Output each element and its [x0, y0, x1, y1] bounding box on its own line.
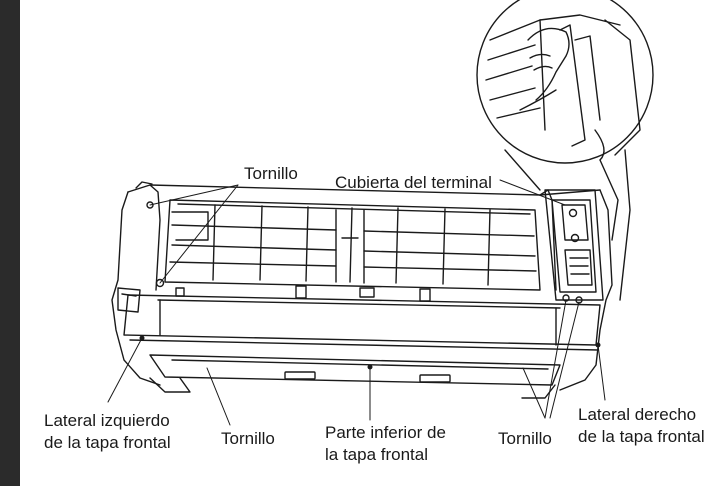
label-screw-top: Tornillo: [244, 164, 298, 183]
leader-screw-top-a: [149, 184, 239, 206]
leader-screw-bottom-left: [206, 367, 231, 426]
leader-terminal-cover: [499, 179, 566, 206]
inset-circle: [476, 0, 654, 164]
inset-detail: [485, 14, 641, 161]
louver: [149, 354, 561, 386]
label-left-side-of-front-cover: Lateral izquierdo de la tapa frontal: [44, 410, 171, 454]
unit-left-end: [111, 191, 161, 386]
leader-screw-bottom-right-c: [549, 301, 580, 419]
terminal-box: [544, 189, 604, 301]
leader-left-side: [107, 337, 143, 403]
label-right-side-line2: de la tapa frontal: [578, 427, 705, 446]
label-bottom-of-front-cover: Parte inferior de la tapa frontal: [325, 422, 446, 466]
filter-frame: [164, 199, 541, 291]
label-terminal-cover: Cubierta del terminal: [335, 173, 492, 192]
label-left-side-line2: de la tapa frontal: [44, 433, 171, 452]
leader-screw-top-b: [159, 184, 239, 284]
sidebar-bar: [0, 0, 20, 486]
label-front-bottom-line1: Parte inferior de: [325, 423, 446, 442]
label-right-side-line1: Lateral derecho: [578, 405, 697, 424]
label-screw-bottom-left: Tornillo: [221, 429, 275, 448]
front-panel: [123, 294, 601, 346]
leader-right-side: [597, 344, 606, 401]
unit-right-end: [559, 189, 613, 391]
label-left-side-line1: Lateral izquierdo: [44, 411, 170, 430]
label-right-side-of-front-cover: Lateral derecho de la tapa frontal: [578, 404, 715, 448]
label-front-bottom-line2: la tapa frontal: [325, 445, 429, 464]
leader-screw-bottom-right-a: [522, 367, 546, 419]
leader-screw-bottom-right-b: [544, 299, 567, 419]
label-screw-bottom-right: Tornillo: [498, 429, 552, 448]
unit-top-edge: [127, 184, 601, 196]
